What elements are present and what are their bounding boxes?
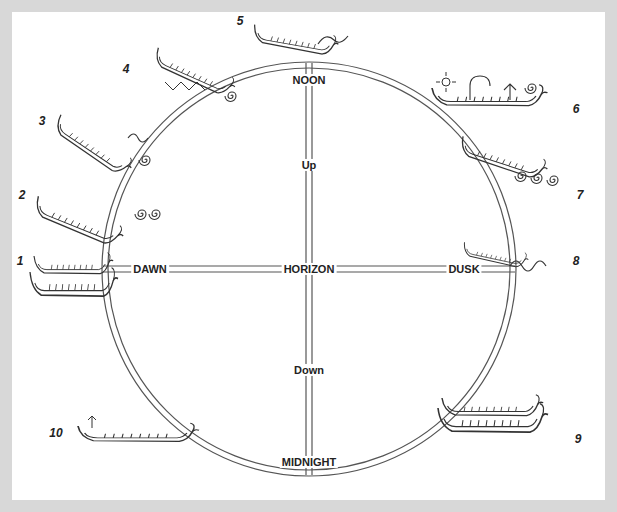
callout-number: 6 <box>573 103 580 116</box>
callout-number: 5 <box>237 15 244 28</box>
callout-number: 10 <box>49 427 62 440</box>
axis-label: NOON <box>291 74 328 86</box>
callout-number: 2 <box>19 189 26 202</box>
callout-number: 3 <box>39 115 46 128</box>
callout-number: 1 <box>17 255 24 268</box>
axis-label: DUSK <box>446 263 481 275</box>
axis-label: Down <box>292 364 326 376</box>
callout-number: 9 <box>575 433 582 446</box>
axis-label: DAWN <box>131 263 169 275</box>
callout-number: 7 <box>577 189 584 202</box>
callout-number: 4 <box>123 63 130 76</box>
axis-label: HORIZON <box>282 263 337 275</box>
callout-number: 8 <box>573 255 580 268</box>
axis-label: MIDNIGHT <box>280 456 338 468</box>
axis-label: Up <box>300 159 319 171</box>
